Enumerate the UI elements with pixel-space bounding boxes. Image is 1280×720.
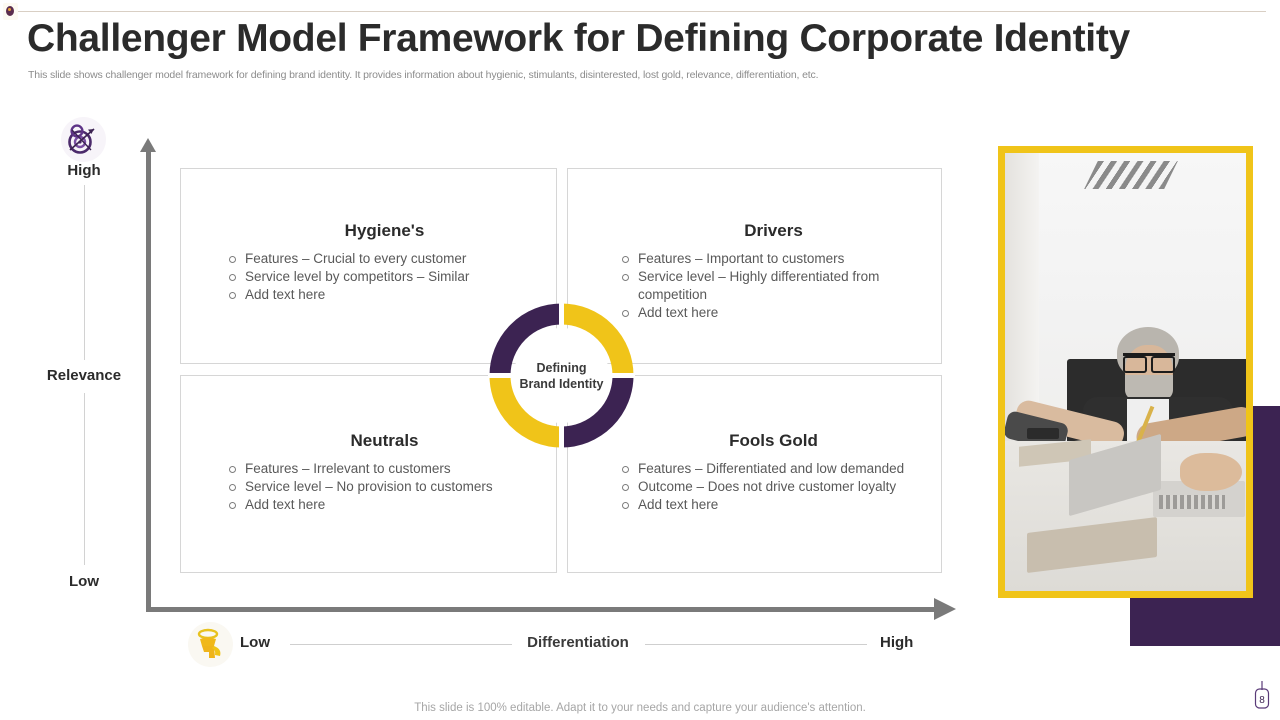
center-donut-label: Defining Brand Identity (514, 328, 609, 423)
quadrant-title: Fools Gold (729, 431, 818, 450)
x-axis-arrow-icon (934, 598, 956, 620)
list-item: Features – Differentiated and low demand… (616, 460, 931, 478)
y-axis-line (146, 150, 151, 612)
list-item: Add text here (616, 496, 931, 514)
center-label-line1: Defining (536, 360, 587, 375)
x-axis-connector-right (645, 644, 867, 645)
x-axis-high-label: High (880, 634, 914, 651)
list-item: Features – Important to customers (616, 250, 931, 268)
target-dartboard-icon (61, 117, 106, 162)
y-axis-low-label: Low (69, 573, 99, 590)
y-axis-connector-lower (84, 393, 85, 565)
list-item: Service level – No provision to customer… (223, 478, 546, 496)
quadrant-item-list: Features – Important to customers Servic… (616, 250, 931, 322)
page-subtitle: This slide shows challenger model framew… (28, 69, 819, 81)
x-axis-title: Differentiation (527, 634, 629, 651)
list-item: Features – Irrelevant to customers (223, 460, 546, 478)
x-axis-line (146, 607, 936, 612)
quadrant-fools-gold[interactable]: Fools Gold Features – Differentiated and… (567, 375, 942, 573)
corner-ornament (3, 3, 18, 20)
quadrant-drivers[interactable]: Drivers Features – Important to customer… (567, 168, 942, 364)
quadrant-item-list: Features – Irrelevant to customers Servi… (223, 460, 546, 514)
photo-frame (998, 146, 1253, 598)
page-number-tag: 8 (1252, 681, 1272, 711)
quadrant-title: Drivers (744, 221, 803, 240)
header-divider (18, 11, 1266, 12)
list-item: Add text here (223, 286, 546, 304)
quadrant-title: Hygiene's (344, 221, 425, 240)
quadrant-title: Neutrals (350, 431, 419, 450)
quadrant-item-list: Features – Crucial to every customer Ser… (223, 250, 546, 304)
page-number-text: 8 (1259, 695, 1265, 706)
page-title: Challenger Model Framework for Defining … (27, 17, 1130, 60)
center-donut-chart: Defining Brand Identity (488, 302, 635, 449)
y-axis-title: Relevance (46, 367, 122, 384)
list-item: Add text here (616, 304, 931, 322)
center-label-line2: Brand Identity (519, 376, 604, 391)
x-axis-connector-left (290, 644, 512, 645)
list-item: Features – Crucial to every customer (223, 250, 546, 268)
list-item: Service level by competitors – Similar (223, 268, 546, 286)
y-axis-connector-upper (84, 185, 85, 360)
x-axis-low-label: Low (240, 634, 270, 651)
y-axis-arrow-icon (140, 138, 156, 152)
person-figure-icon (188, 622, 233, 667)
quadrant-hygienes[interactable]: Hygiene's Features – Crucial to every cu… (180, 168, 557, 364)
list-item: Add text here (223, 496, 546, 514)
y-axis-high-label: High (67, 162, 101, 179)
list-item: Outcome – Does not drive customer loyalt… (616, 478, 931, 496)
list-item: Service level – Highly differentiated fr… (616, 268, 931, 304)
footer-note: This slide is 100% editable. Adapt it to… (414, 702, 866, 714)
business-meeting-photo (1005, 153, 1246, 591)
quadrant-item-list: Features – Differentiated and low demand… (616, 460, 931, 514)
quadrant-neutrals[interactable]: Neutrals Features – Irrelevant to custom… (180, 375, 557, 573)
